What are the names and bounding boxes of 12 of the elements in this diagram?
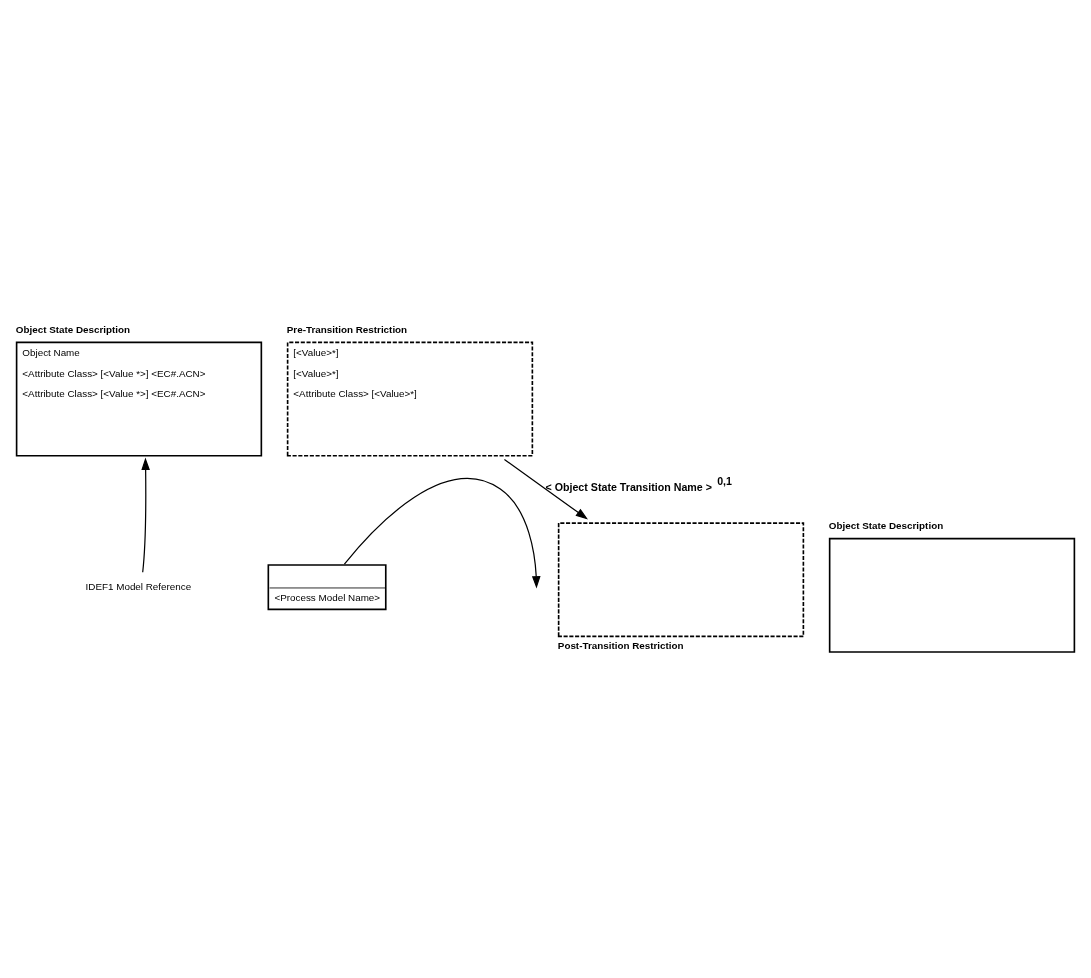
node-box: [<Value>*] [<Value>*] <Attribute Class> [<Value>*] [286,341,534,457]
node-label: Pre-Transition Restriction [286,324,408,336]
node-box: Object Name <Attribute Class> [<Value *>] <EC#.ACN> <Attribute Class> [<Value *>] <EC#.ACN> [15,341,263,457]
node-label: Object State Description [15,324,131,336]
node-label: Object State Description [828,520,944,532]
arrow [503,458,588,520]
node-label: Post-Transition Restriction [557,640,684,652]
node-box [828,537,1076,653]
arrow [343,478,541,589]
node-box [557,522,805,638]
node-text: IDEF1 Model Reference [85,580,192,592]
arrow [141,457,150,573]
